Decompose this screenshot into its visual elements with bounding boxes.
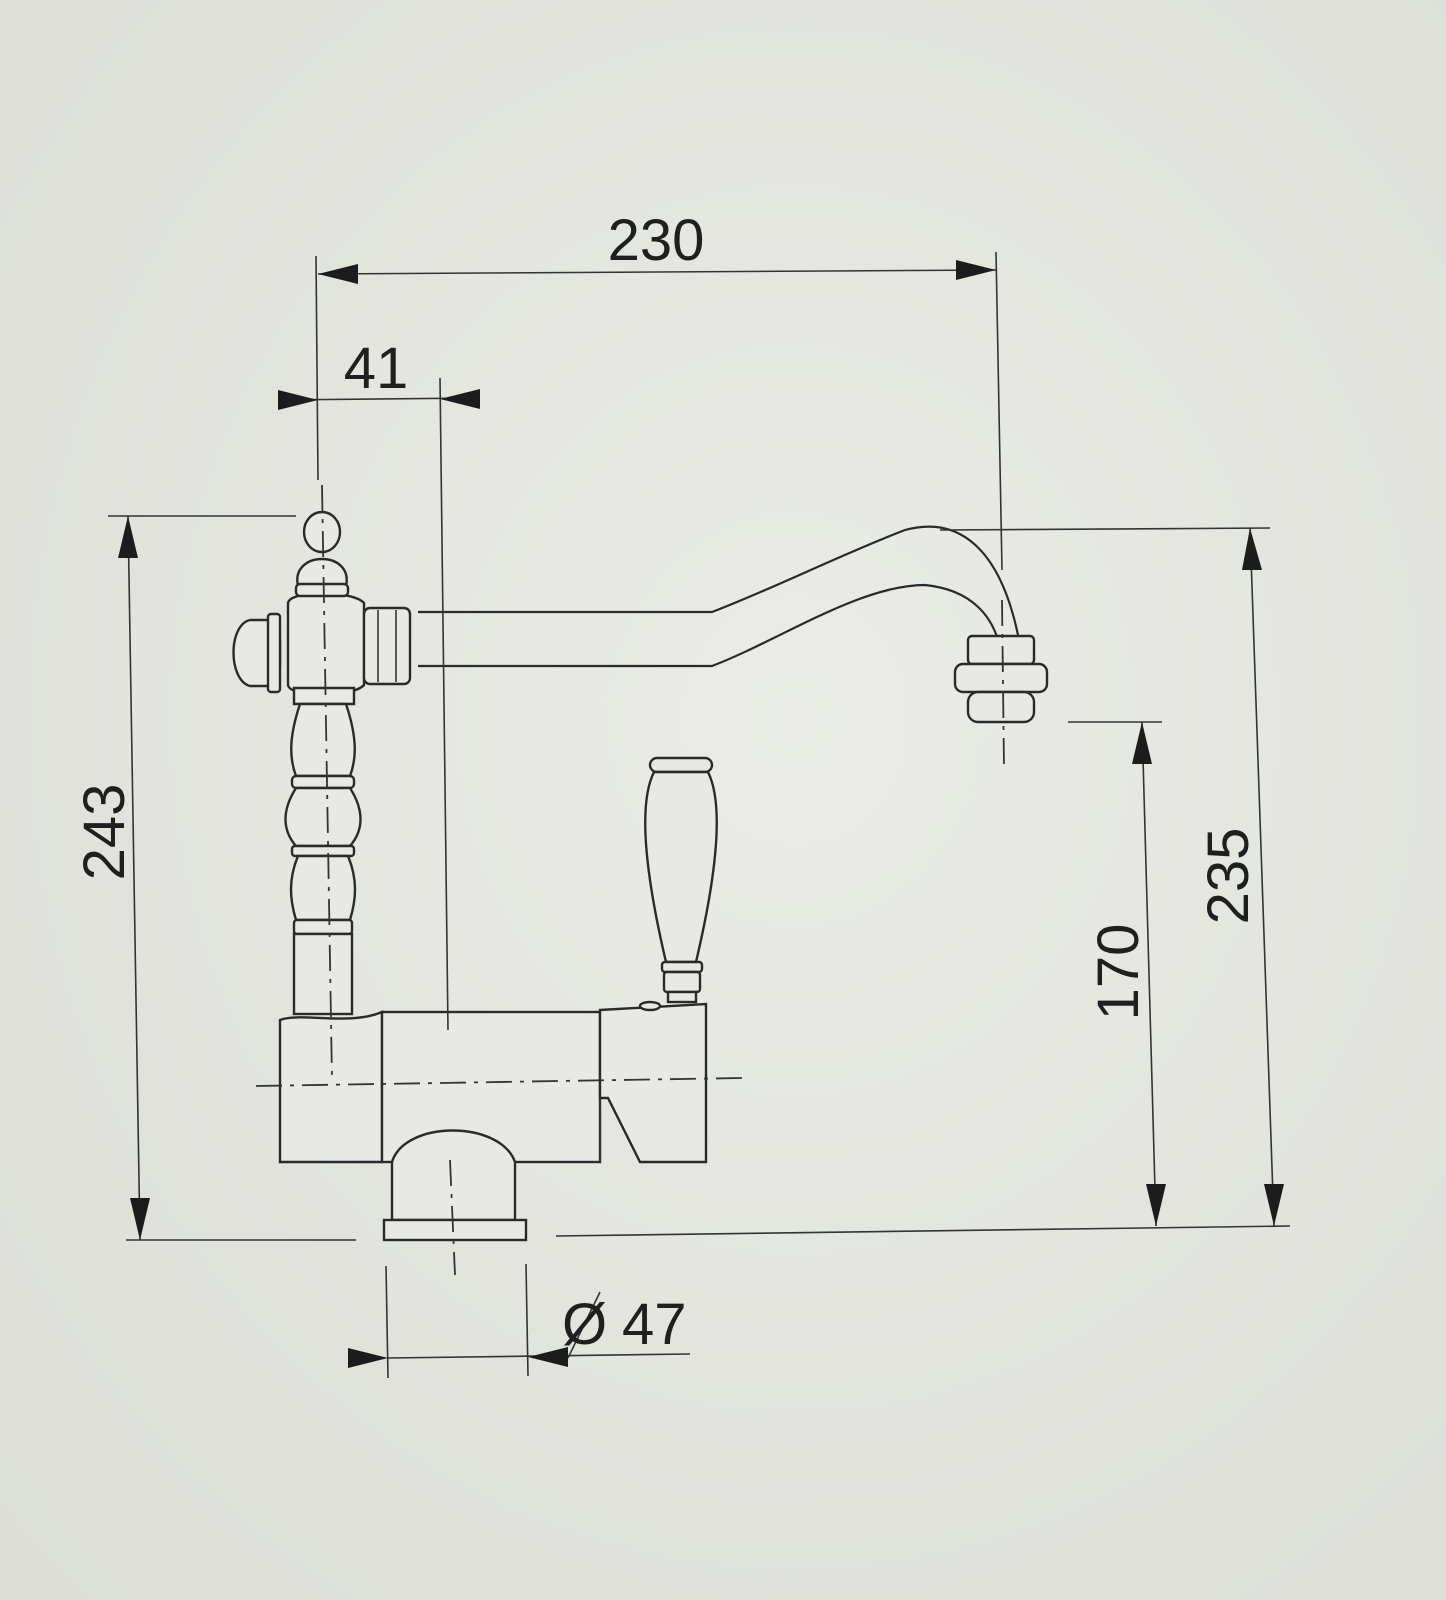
dim-diameter-symbol: Ø bbox=[562, 1292, 607, 1357]
dimension-width-total: 230 bbox=[315, 208, 1003, 571]
dim-170-label: 170 bbox=[1086, 924, 1151, 1021]
spout-outlet-centerline bbox=[1001, 599, 1005, 769]
column-centerline bbox=[321, 484, 333, 1081]
spout bbox=[418, 525, 1020, 668]
dim-47-label: 47 bbox=[622, 1292, 687, 1357]
dimension-height-total: 243 bbox=[72, 515, 356, 1241]
lever-handle bbox=[638, 756, 718, 1012]
column bbox=[284, 686, 362, 1016]
side-knob bbox=[232, 612, 282, 694]
valve-body bbox=[286, 592, 412, 696]
dimension-base-diameter: Ø 47 bbox=[348, 1263, 691, 1379]
dim-235-label: 235 bbox=[1196, 828, 1261, 925]
base-shank bbox=[382, 1129, 528, 1242]
faucet-outline bbox=[232, 510, 1049, 1242]
dim-230-label: 230 bbox=[608, 208, 705, 273]
dim-41-label: 41 bbox=[344, 336, 409, 401]
dim-243-label: 243 bbox=[72, 784, 137, 881]
dimension-height-spout: 235 bbox=[555, 527, 1291, 1237]
dimension-spout-offset: 41 bbox=[277, 336, 481, 1031]
body-horizontal-centerline bbox=[255, 1077, 743, 1087]
base-centerline bbox=[449, 1159, 456, 1276]
dimension-height-outlet: 170 bbox=[1068, 721, 1166, 1227]
aerator bbox=[953, 634, 1049, 724]
center-lines bbox=[255, 484, 1005, 1276]
